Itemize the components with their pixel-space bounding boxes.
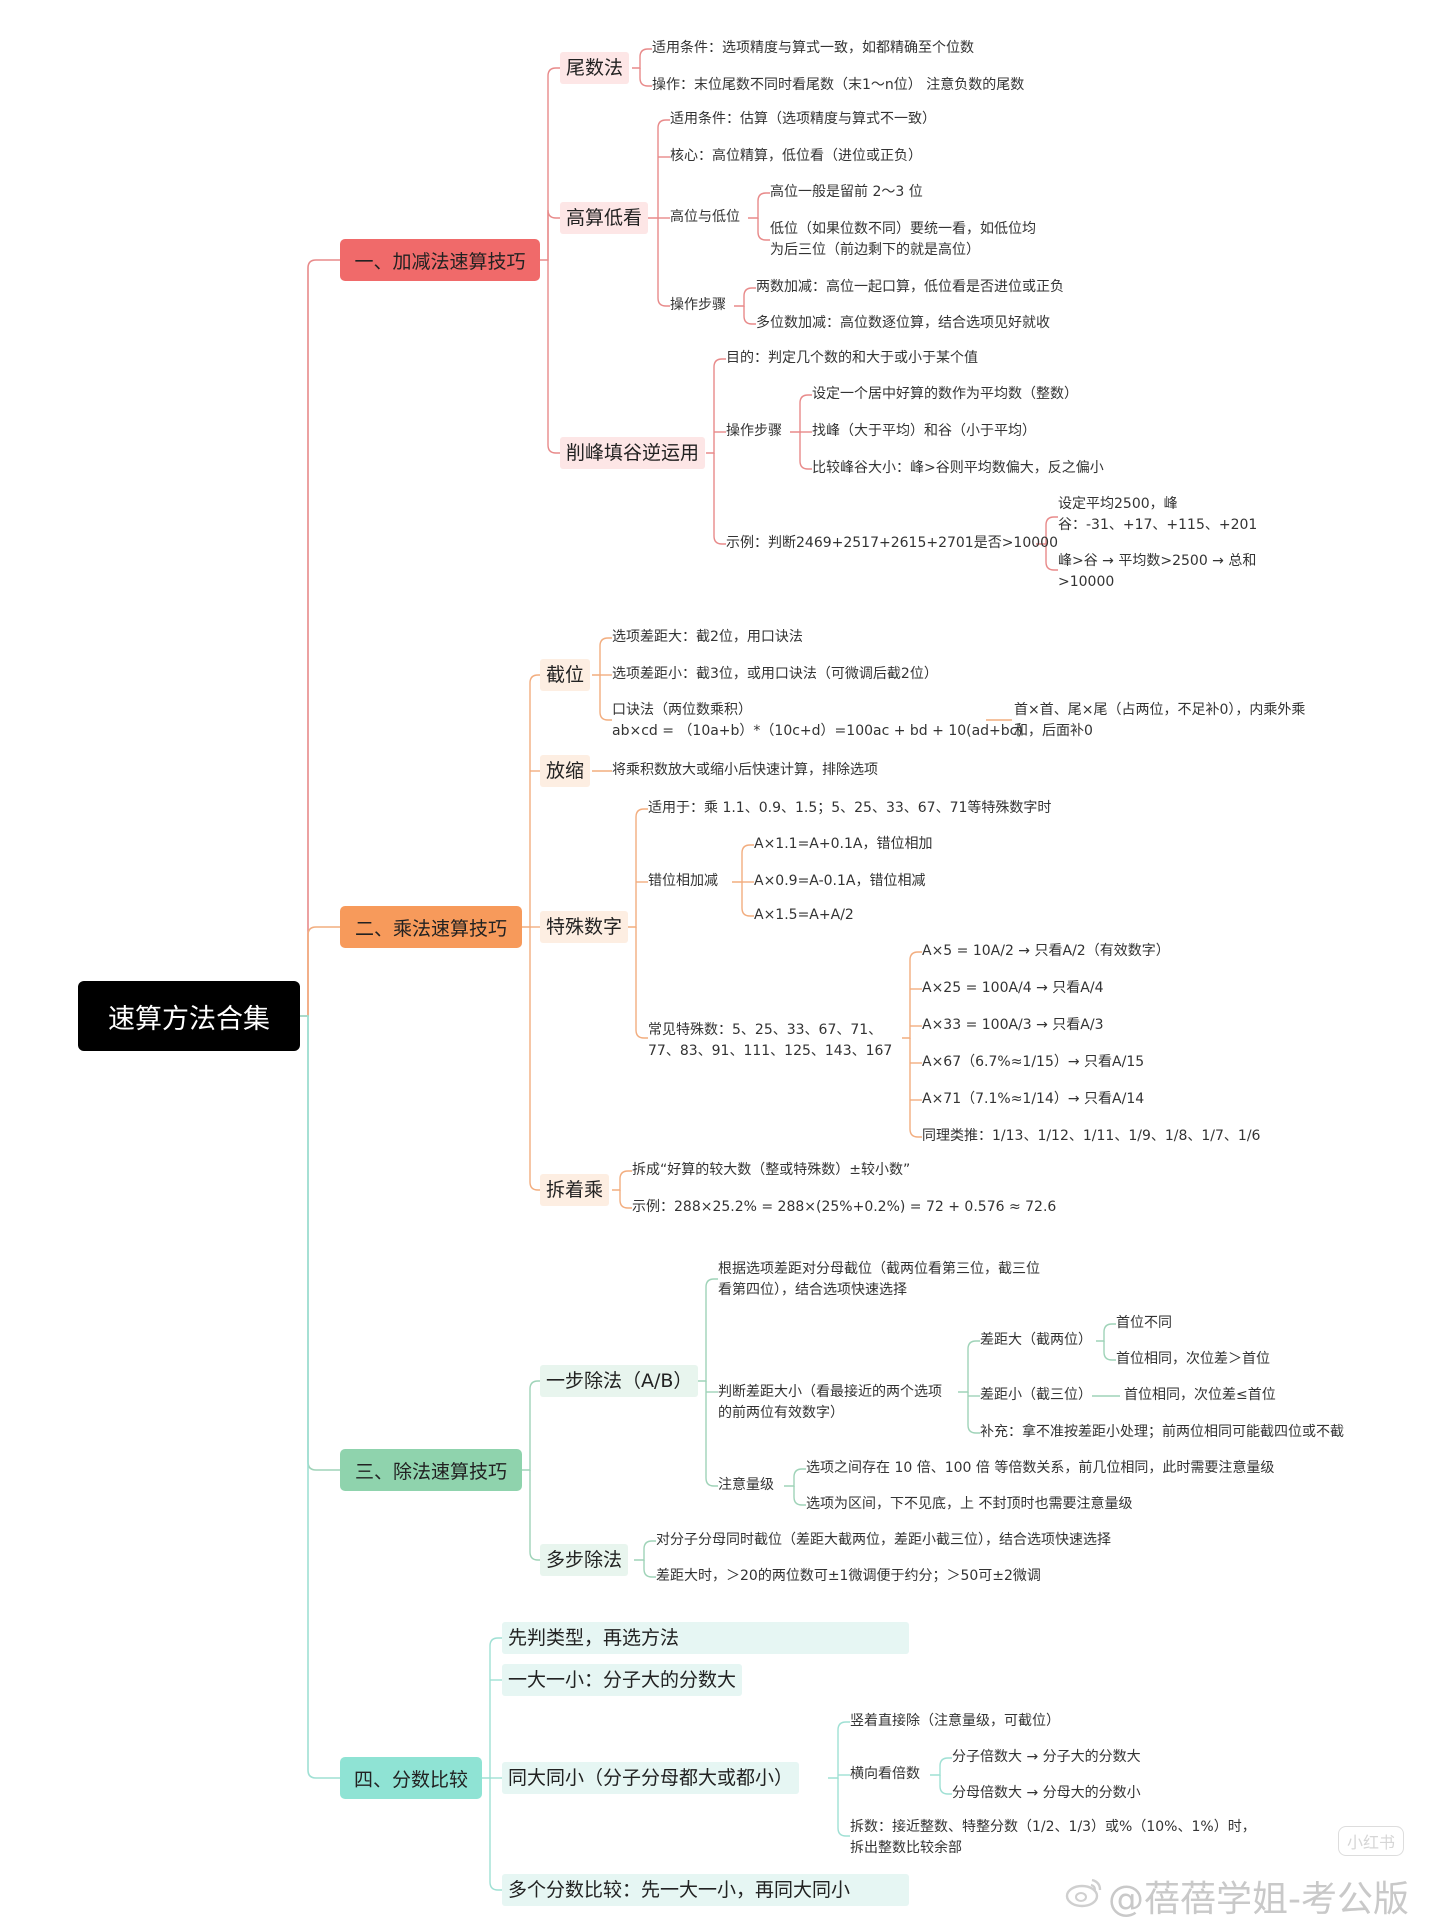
gaosuan-highlow-2: 低位（如果位数不同）要统一看，如低位均 为后三位（前边剩下的就是高位）	[770, 221, 1036, 258]
yibu-magnitude: 注意量级	[718, 1477, 774, 1493]
watermark-small: 小红书	[1338, 1826, 1405, 1856]
yibu-magnitude-2: 选项为区间，下不见底，上 不封顶时也需要注意量级	[806, 1496, 1133, 1512]
teshu-common-4: A×67（6.7%≈1/15）→ 只看A/15	[922, 1054, 1145, 1070]
teshu-cuowei-3: A×1.5=A+A/2	[754, 907, 854, 923]
watermark-text: @蓓蓓学姐-考公版	[1108, 1879, 1409, 1920]
gaosuan-highlow-1: 高位一般是留前 2～3 位	[770, 184, 923, 200]
teshu-common: 常见特殊数：5、25、33、67、71、 77、83、91、111、125、14…	[648, 1022, 893, 1059]
weishu-condition: 适用条件：选项精度与算式一致，如都精确至个位数	[652, 40, 974, 56]
node-gaosuan: 高算低看	[560, 202, 649, 234]
trunk-line-b2	[300, 926, 340, 1017]
gaosuan-steps: 操作步骤	[670, 297, 726, 313]
node-yibu: 一步除法（A/B）	[540, 1365, 699, 1397]
chai-a: 拆成“好算的较大数（整或特殊数）±较小数”	[632, 1162, 911, 1178]
xiaofeng-goal: 目的：判定几个数的和大于或小于某个值	[726, 350, 978, 366]
root-node: 速算方法合集	[78, 981, 300, 1051]
branch-addsub: 一、加减法速算技巧	[340, 239, 540, 281]
gaosuan-core: 核心：高位精算，低位看（进位或正负）	[670, 148, 922, 164]
xiaofeng-step-3: 比较峰谷大小：峰>谷则平均数偏大，反之偏小	[812, 460, 1104, 476]
fraction-c21: 分子倍数大 → 分子大的分数大	[952, 1749, 1141, 1765]
branch-fraction: 四、分数比较	[340, 1757, 482, 1799]
node-fraction-d: 多个分数比较：先一大一小，再同大同小	[502, 1874, 909, 1906]
yibu-small-1: 首位相同，次位差≤首位	[1124, 1387, 1276, 1403]
teshu-cuowei-1: A×1.1=A+0.1A，错位相加	[754, 836, 933, 852]
node-fangsuo: 放缩	[540, 755, 591, 787]
node-chai: 拆着乘	[540, 1174, 610, 1206]
xiaofeng-steps: 操作步骤	[726, 423, 782, 439]
branch-multiply: 二、乘法速算技巧	[340, 906, 522, 948]
gaosuan-highlow: 高位与低位	[670, 209, 740, 225]
yibu-big: 差距大（截两位）	[980, 1332, 1092, 1348]
teshu-common-6: 同理类推：1/13、1/12、1/11、1/9、1/8、1/7、1/6	[922, 1128, 1261, 1144]
node-teshu: 特殊数字	[540, 911, 629, 943]
node-duobu: 多步除法	[540, 1544, 629, 1576]
trunk-line-b3	[300, 1015, 340, 1471]
yibu-magnitude-1: 选项之间存在 10 倍、100 倍 等倍数关系，前几位相同，此时需要注意量级	[806, 1460, 1275, 1476]
teshu-cuowei-2: A×0.9=A-0.1A，错位相减	[754, 873, 926, 889]
fraction-c3: 拆数：接近整数、特整分数（1/2、1/3）或%（10%、1%）时， 拆出整数比较…	[850, 1819, 1256, 1856]
gaosuan-step-1: 两数加减：高位一起口算，低位看是否进位或正负	[756, 279, 1064, 295]
gaosuan-step-2: 多位数加减：高位数逐位算，结合选项见好就收	[756, 315, 1050, 331]
yibu-small: 差距小（截三位）	[980, 1387, 1092, 1403]
duobu-b: 差距大时，＞20的两位数可±1微调便于约分；＞50可±2微调	[656, 1568, 1041, 1584]
yibu-big-1: 首位不同	[1116, 1315, 1172, 1331]
trunk-line-b1	[300, 259, 340, 1017]
xiaofeng-step-2: 找峰（大于平均）和谷（小于平均）	[812, 423, 1036, 439]
weishu-operation: 操作：末位尾数不同时看尾数（末1～n位） 注意负数的尾数	[652, 77, 1025, 93]
xiaofeng-example-2: 峰>谷 → 平均数>2500 → 总和 >10000	[1058, 553, 1257, 590]
jiewei-a: 选项差距大：截2位，用口诀法	[612, 629, 803, 645]
gaosuan-condition: 适用条件：估算（选项精度与算式不一致）	[670, 111, 936, 127]
fangsuo-a: 将乘积数放大或缩小后快速计算，排除选项	[612, 762, 878, 778]
yibu-supplement: 补充：拿不准按差距小处理；前两位相同可能截四位或不截	[980, 1424, 1344, 1440]
yibu-b: 判断差距大小（看最接近的两个选项 的前两位有效数字）	[718, 1384, 942, 1421]
node-jiewei: 截位	[540, 659, 591, 691]
teshu-use: 适用于：乘 1.1、0.9、1.5；5、25、33、67、71等特殊数字时	[648, 800, 1052, 816]
xiaofeng-example: 示例：判断2469+2517+2615+2701是否>10000	[726, 535, 1058, 551]
node-fraction-c: 同大同小（分子分母都大或都小）	[502, 1762, 800, 1794]
jiewei-b: 选项差距小：截3位，或用口诀法（可微调后截2位）	[612, 666, 938, 682]
duobu-a: 对分子分母同时截位（差距大截两位，差距小截三位），结合选项快速选择	[656, 1532, 1111, 1548]
fraction-c1: 竖着直接除（注意量级，可截位）	[850, 1713, 1060, 1729]
teshu-common-3: A×33 = 100A/3 → 只看A/3	[922, 1017, 1104, 1033]
node-fraction-a: 先判类型，再选方法	[502, 1622, 909, 1654]
trunk-line-b4	[300, 1015, 340, 1779]
teshu-common-1: A×5 = 10A/2 → 只看A/2（有效数字）	[922, 943, 1170, 959]
weibo-logo-icon	[1065, 1878, 1102, 1908]
teshu-cuowei: 错位相加减	[648, 873, 718, 889]
jiewei-c: 口诀法（两位数乘积） ab×cd = （10a+b）*（10c+d）=100ac…	[612, 702, 1023, 739]
xiaofeng-example-1: 设定平均2500，峰 谷：-31、+17、+115、+201	[1058, 496, 1258, 533]
fraction-c22: 分母倍数大 → 分母大的分数小	[952, 1785, 1141, 1801]
node-weishu: 尾数法	[560, 52, 630, 84]
jiewei-c1: 首×首、尾×尾（占两位，不足补0），内乘外乘 和，后面补0	[1014, 702, 1306, 739]
fraction-c2: 横向看倍数	[850, 1766, 920, 1782]
chai-b: 示例：288×25.2% = 288×(25%+0.2%) = 72 + 0.5…	[632, 1199, 1057, 1215]
teshu-common-2: A×25 = 100A/4 → 只看A/4	[922, 980, 1104, 996]
branch-divide: 三、除法速算技巧	[340, 1449, 522, 1491]
xiaofeng-step-1: 设定一个居中好算的数作为平均数（整数）	[812, 386, 1078, 402]
teshu-common-5: A×71（7.1%≈1/14）→ 只看A/14	[922, 1091, 1145, 1107]
yibu-a: 根据选项差距对分母截位（截两位看第三位，截三位 看第四位），结合选项快速选择	[718, 1261, 1040, 1298]
yibu-big-2: 首位相同，次位差＞首位	[1116, 1351, 1270, 1367]
node-fraction-b: 一大一小：分子大的分数大	[502, 1664, 743, 1696]
node-xiaofeng: 削峰填谷逆运用	[560, 437, 706, 469]
